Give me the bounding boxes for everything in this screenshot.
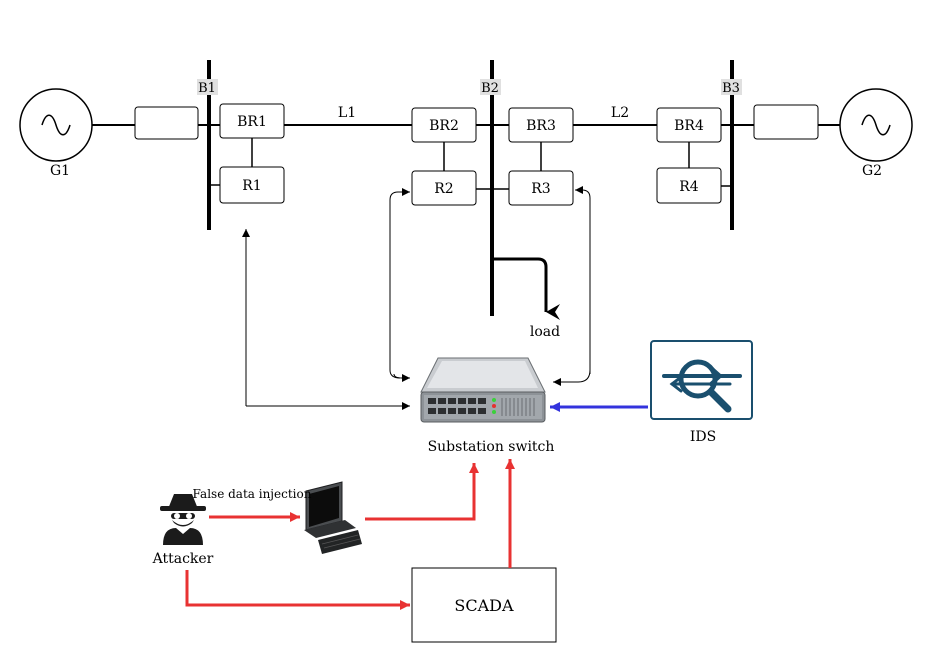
relay-r1-label: R1 xyxy=(242,178,261,194)
attacker-to-scada-arrow xyxy=(185,570,410,610)
generator-g2-label: G2 xyxy=(862,163,882,179)
sine-icon xyxy=(41,114,71,136)
breaker-br3-label: BR3 xyxy=(526,118,556,134)
sine-icon xyxy=(861,114,891,136)
breaker-br4-label: BR4 xyxy=(674,118,704,134)
line-l2-label: L2 xyxy=(611,105,629,121)
terminal-to-switch-arrow xyxy=(365,463,479,521)
switch-label: Substation switch xyxy=(428,439,555,455)
ids-box xyxy=(650,340,753,420)
network-switch-icon xyxy=(420,357,546,423)
bus-b2-label: B2 xyxy=(481,81,499,96)
false-data-injection-label: False data injection xyxy=(193,487,312,501)
link-r2-switch-up xyxy=(389,188,410,379)
relay-r1 xyxy=(219,166,285,204)
breaker-br2-label: BR2 xyxy=(429,118,459,134)
relay-r2 xyxy=(411,170,477,206)
scada-box xyxy=(411,567,557,643)
scada-label: SCADA xyxy=(454,596,514,615)
breaker-br2 xyxy=(411,107,477,143)
attacker-label: Attacker xyxy=(152,551,214,567)
relay-r3 xyxy=(508,170,574,206)
relay-r2-label: R2 xyxy=(434,181,453,197)
breaker-br3 xyxy=(508,107,574,143)
relay-r3-label: R3 xyxy=(531,181,550,197)
bus-b3-label: B3 xyxy=(722,81,740,96)
relay-r4-label: R4 xyxy=(679,179,699,195)
breaker-br1 xyxy=(219,103,285,139)
line-l1-label: L1 xyxy=(338,105,356,121)
relay-r4 xyxy=(656,167,722,204)
bus-b1-tag-bg xyxy=(197,79,218,95)
ids-label: IDS xyxy=(690,429,716,445)
load-label: load xyxy=(530,324,560,340)
link-r3-switch-left xyxy=(553,369,591,386)
generator-g2 xyxy=(839,88,913,162)
generator-g1-label: G1 xyxy=(50,163,70,179)
computer-terminal-icon xyxy=(304,481,362,554)
bus-b3-tag-bg xyxy=(721,79,742,95)
transformer-left xyxy=(134,106,199,140)
link-r2-switch-right xyxy=(393,373,410,382)
transformer-right xyxy=(753,104,819,140)
breaker-br1-label: BR1 xyxy=(237,114,267,130)
link-r3-switch-up xyxy=(575,186,591,374)
breaker-br4 xyxy=(656,107,722,143)
attacker-icon xyxy=(160,494,206,545)
load-arrow xyxy=(492,257,560,320)
bus-b1-label: B1 xyxy=(198,81,216,96)
bus-b2-tag-bg xyxy=(480,79,501,95)
ids-magnifier-icon xyxy=(662,359,742,413)
generator-g1 xyxy=(19,88,93,162)
